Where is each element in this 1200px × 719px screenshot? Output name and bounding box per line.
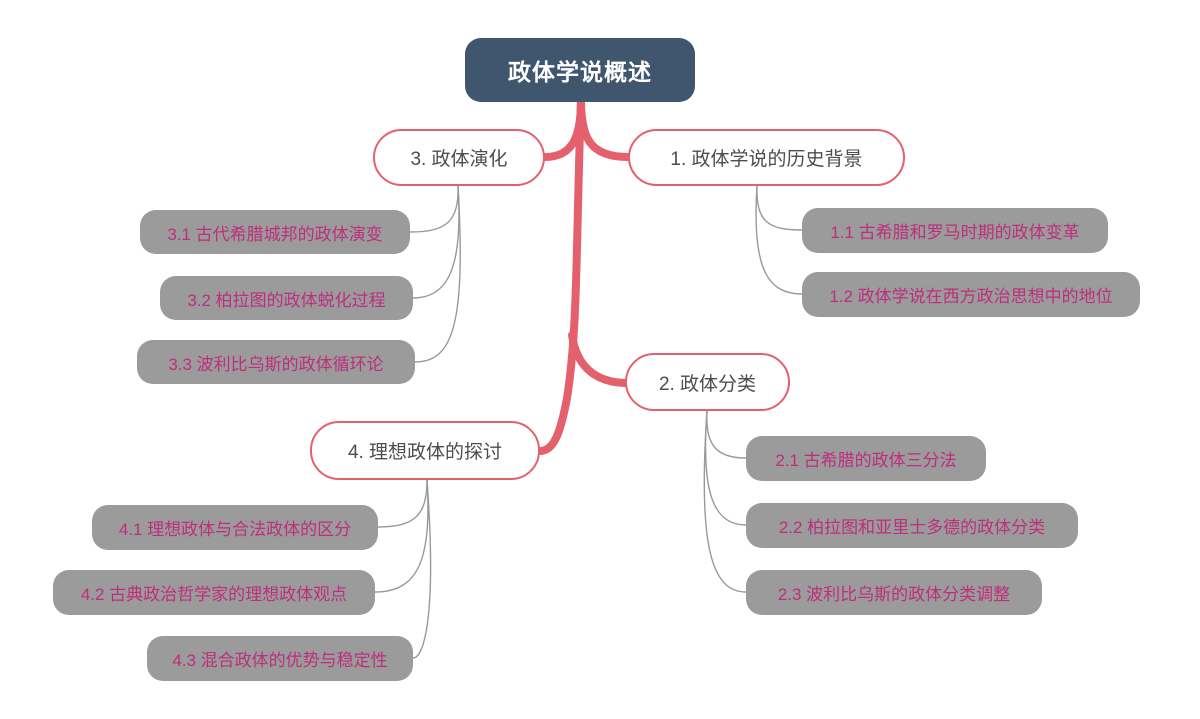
child-node-4-2[interactable]: 4.2 古典政治哲学家的理想政体观点 bbox=[53, 570, 375, 615]
child-node-1-2[interactable]: 1.2 政体学说在西方政治思想中的地位 bbox=[802, 272, 1140, 317]
child-node-3-3[interactable]: 3.3 波利比乌斯的政体循环论 bbox=[137, 340, 415, 384]
child-connector-1-1 bbox=[756, 185, 803, 231]
child-connector-3-3 bbox=[414, 185, 461, 363]
branch-node-2[interactable]: 2. 政体分类 bbox=[625, 353, 790, 411]
child-node-4-1[interactable]: 4.1 理想政体与合法政体的区分 bbox=[92, 505, 378, 550]
child-node-2-2[interactable]: 2.2 柏拉图和亚里士多德的政体分类 bbox=[746, 503, 1078, 548]
child-connector-2-2 bbox=[704, 410, 747, 526]
child-connector-4-1 bbox=[377, 479, 428, 528]
child-node-2-3[interactable]: 2.3 波利比乌斯的政体分类调整 bbox=[746, 570, 1042, 615]
branch-connector-root-to-4 bbox=[537, 96, 585, 455]
branch-node-3[interactable]: 3. 政体演化 bbox=[373, 129, 545, 186]
child-connector-2-1 bbox=[706, 410, 747, 459]
child-node-4-3[interactable]: 4.3 混合政体的优势与稳定性 bbox=[147, 636, 413, 681]
child-connector-4-2 bbox=[374, 479, 429, 593]
branch-connector-root-to-2 bbox=[568, 331, 629, 387]
child-connector-3-2 bbox=[412, 185, 460, 299]
child-node-2-1[interactable]: 2.1 古希腊的政体三分法 bbox=[746, 436, 986, 481]
child-node-3-2[interactable]: 3.2 柏拉图的政体蜕化过程 bbox=[160, 276, 413, 320]
child-connector-2-3 bbox=[703, 410, 747, 593]
branch-connector-root-to-1 bbox=[577, 96, 632, 161]
child-connector-3-1 bbox=[409, 185, 459, 233]
child-node-3-1[interactable]: 3.1 古代希腊城邦的政体演变 bbox=[140, 210, 410, 254]
branch-node-4[interactable]: 4. 理想政体的探讨 bbox=[310, 421, 540, 480]
root-node[interactable]: 政体学说概述 bbox=[465, 38, 695, 102]
child-connector-1-2 bbox=[755, 185, 803, 295]
child-connector-4-3 bbox=[412, 479, 432, 659]
child-node-1-1[interactable]: 1.1 古希腊和罗马时期的政体变革 bbox=[802, 208, 1108, 253]
branch-node-1[interactable]: 1. 政体学说的历史背景 bbox=[628, 129, 905, 186]
